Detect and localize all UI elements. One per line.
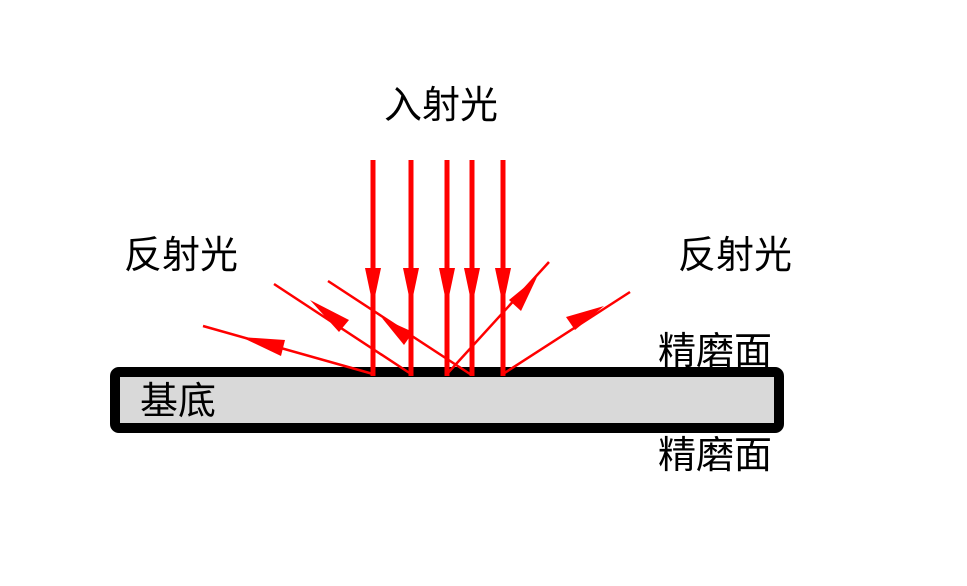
- reflected-arrowhead-right-1: [509, 277, 537, 311]
- reflected-ray-left-1: [202, 324, 374, 376]
- reflected-light-label-left: 反射光: [124, 233, 239, 277]
- reflected-light-label-right: 反射光: [678, 233, 793, 277]
- reflected-ray-right-1: [446, 261, 550, 375]
- reflected-arrowhead-left-2: [310, 300, 349, 332]
- ground-surface-label-bottom: 精磨面: [658, 433, 773, 477]
- reflected-arrowhead-right-2: [566, 306, 604, 330]
- reflected-ray-right-2: [502, 290, 631, 376]
- incident-arrowhead-1: [365, 268, 381, 306]
- substrate-label: 基底: [140, 379, 217, 423]
- reflected-arrowhead-left-3: [382, 318, 413, 345]
- incident-arrowhead-5: [495, 268, 511, 306]
- incident-arrowhead-4: [464, 268, 480, 306]
- incident-light-label: 入射光: [384, 83, 499, 127]
- incident-arrowhead-3: [439, 268, 455, 306]
- reflected-arrowheads: [241, 277, 604, 356]
- incident-arrowhead-2: [403, 268, 419, 306]
- incident-arrowheads: [365, 268, 511, 306]
- incident-rays: [370, 160, 506, 376]
- reflected-arrowhead-left-1: [241, 337, 285, 356]
- reflected-ray-left-2: [273, 282, 412, 376]
- ground-surface-label-top: 精磨面: [658, 329, 773, 373]
